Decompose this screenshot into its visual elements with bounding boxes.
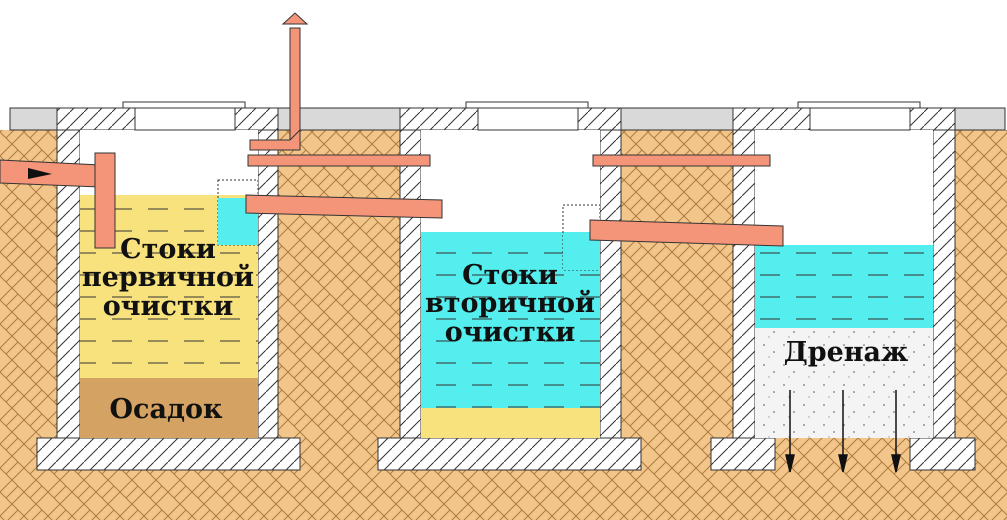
inlet-tee bbox=[94, 152, 116, 249]
label-primary-2: первичной bbox=[82, 262, 254, 293]
label-sediment: Осадок bbox=[110, 394, 223, 425]
tank-secondary bbox=[377, 101, 642, 471]
overflow-pipe-1 bbox=[245, 194, 443, 219]
label-drainage: Дренаж bbox=[784, 337, 909, 368]
label-secondary-3: очистки bbox=[445, 317, 576, 348]
vent-pipe bbox=[289, 27, 301, 141]
gravel-layer bbox=[755, 328, 933, 438]
label-primary-1: Стоки bbox=[120, 234, 216, 265]
label-primary-3: очистки bbox=[103, 291, 234, 322]
drain-arrows bbox=[785, 390, 901, 473]
tank-drainage bbox=[710, 101, 976, 473]
sediment-layer bbox=[80, 378, 258, 438]
vent-cap-icon bbox=[281, 12, 309, 25]
tank-primary bbox=[36, 101, 301, 471]
inlet-arrow-icon bbox=[28, 168, 52, 179]
overflow-pipe-2 bbox=[589, 219, 784, 247]
label-secondary-2: вторичной bbox=[425, 288, 595, 319]
label-secondary-1: Стоки bbox=[462, 260, 558, 291]
pipes bbox=[0, 12, 784, 249]
